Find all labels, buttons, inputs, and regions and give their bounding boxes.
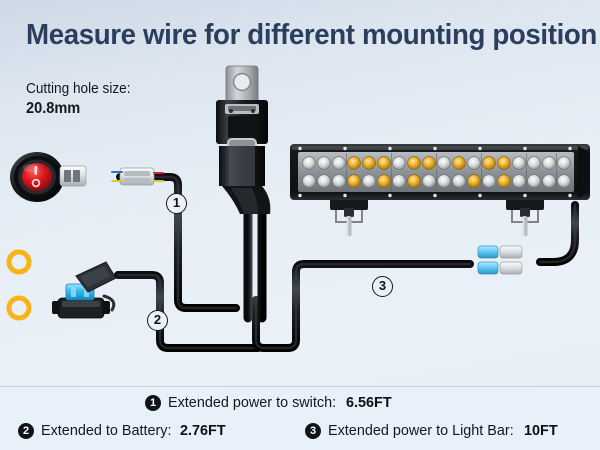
legend-value-1: 6.56FT	[346, 394, 392, 411]
legend-badge-1: 1	[145, 394, 161, 411]
page-title: Measure wire for different mounting posi…	[26, 19, 597, 51]
ring-terminal-black	[6, 249, 32, 275]
rocker-switch	[10, 152, 87, 202]
legend-panel: 1 Extended power to switch: 6.56FT 2 Ext…	[0, 386, 600, 450]
automotive-relay	[216, 65, 271, 214]
diagram-marker-2: 2	[147, 310, 168, 331]
led-bar-mounting-bracket	[330, 196, 368, 236]
dual-row-led-light-bar	[290, 144, 590, 236]
spade-connector-pair	[449, 245, 551, 275]
battery-leads-and-fuse	[6, 249, 154, 321]
legend-label-1: Extended power to switch:	[168, 394, 337, 411]
diagram-marker-3: 3	[372, 276, 393, 297]
cutting-hole-note: Cutting hole size: 20.8mm	[26, 80, 137, 119]
legend-value-3: 10FT	[524, 422, 559, 439]
legend-item-2: 2 Extended to Battery: 2.76FT	[18, 422, 227, 439]
cutting-hole-label: Cutting hole size:	[26, 81, 131, 97]
ring-terminal-red	[6, 295, 32, 321]
legend-item-3: 3 Extended power to Light Bar: 10FT	[305, 422, 559, 439]
cutting-hole-value: 20.8mm	[26, 100, 81, 117]
inline-wire-connector	[111, 167, 164, 186]
legend-badge-2: 2	[18, 422, 34, 439]
legend-value-2: 2.76FT	[179, 422, 226, 439]
led-array	[302, 156, 571, 188]
legend-label-2: Extended to Battery:	[41, 422, 172, 439]
diagram-marker-1: 1	[166, 193, 187, 214]
legend-label-3: Extended power to Light Bar:	[328, 422, 514, 439]
wiring-harness-diagram: 1 2 3	[6, 65, 590, 352]
legend-badge-3: 3	[305, 422, 321, 439]
legend-item-1: 1 Extended power to switch: 6.56FT	[145, 394, 394, 411]
led-bar-mounting-bracket	[506, 196, 544, 236]
